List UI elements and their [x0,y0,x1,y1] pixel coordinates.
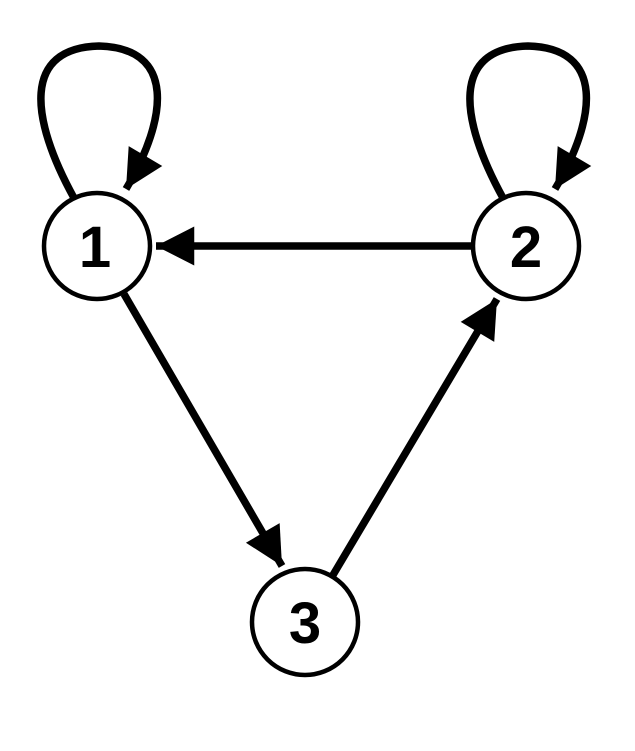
node-3-circle [249,566,361,678]
edge-1-to-3 [120,292,286,568]
edge-3-to-2 [329,297,501,577]
node-2: 2 [470,190,582,302]
node-2-label: 2 [510,215,542,280]
self-loop-node-2 [466,42,592,200]
node-3-label: 3 [289,591,321,656]
self-loop-node-1 [37,42,163,200]
node-3: 3 [249,566,361,678]
node-2-circle [470,190,582,302]
node-1-label: 1 [79,215,111,280]
node-1-circle [41,190,153,302]
node-1: 1 [41,190,153,302]
